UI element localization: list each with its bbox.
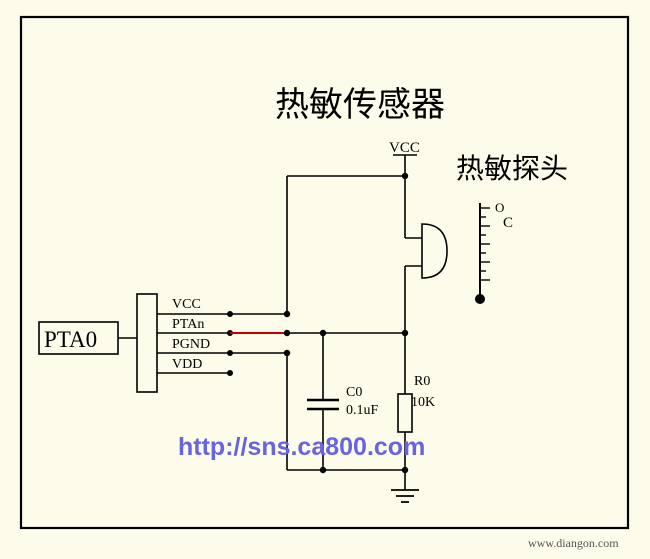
pin-label-pgnd: PGND (172, 337, 210, 352)
resistor-body (397, 393, 413, 433)
thermistor-probe (405, 223, 448, 279)
capacitor-value: 0.1uF (346, 403, 379, 418)
thermometer-icon (475, 203, 490, 304)
watermark-text: www.diangon.com (528, 536, 619, 550)
junction-vcc (283, 310, 291, 318)
junction-bottom-right (401, 466, 409, 474)
capacitor-ref: C0 (346, 385, 362, 400)
vcc-supply-label: VCC (389, 140, 420, 156)
url-overlay: http://sns.ca800.com (178, 433, 425, 461)
pin-label-vcc: VCC (172, 297, 201, 312)
junction-cap-bottom (319, 466, 327, 474)
thermometer-degree-symbol: O (495, 200, 504, 215)
thermometer-unit-letter: C (503, 215, 513, 231)
probe-label: 热敏探头 (456, 153, 568, 185)
resistor-ref: R0 (414, 374, 430, 389)
diagram-frame (19, 15, 630, 530)
pin-terminal-vdd (227, 370, 233, 376)
pin-label-ptan: PTAn (172, 317, 204, 332)
pta0-label: PTA0 (44, 327, 97, 352)
connector-header (136, 293, 158, 393)
pin-label-vdd: VDD (172, 357, 202, 372)
ground-symbol (391, 489, 419, 503)
diagram-title: 热敏传感器 (275, 86, 445, 124)
resistor-value: 10K (411, 395, 435, 410)
